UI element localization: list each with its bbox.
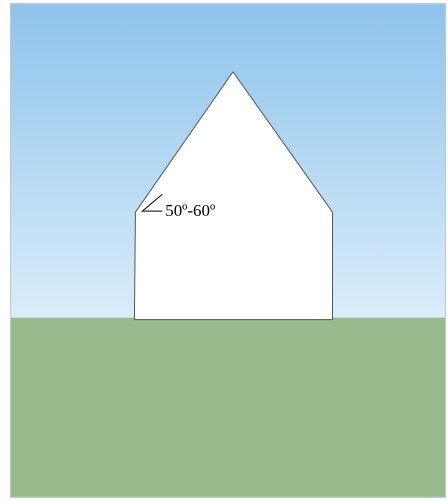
scene-svg: 50º-60º (11, 4, 445, 497)
house-scene: 50º-60º (10, 3, 446, 498)
roof-pitch-label: 50º-60º (165, 201, 215, 220)
ground (11, 318, 445, 497)
